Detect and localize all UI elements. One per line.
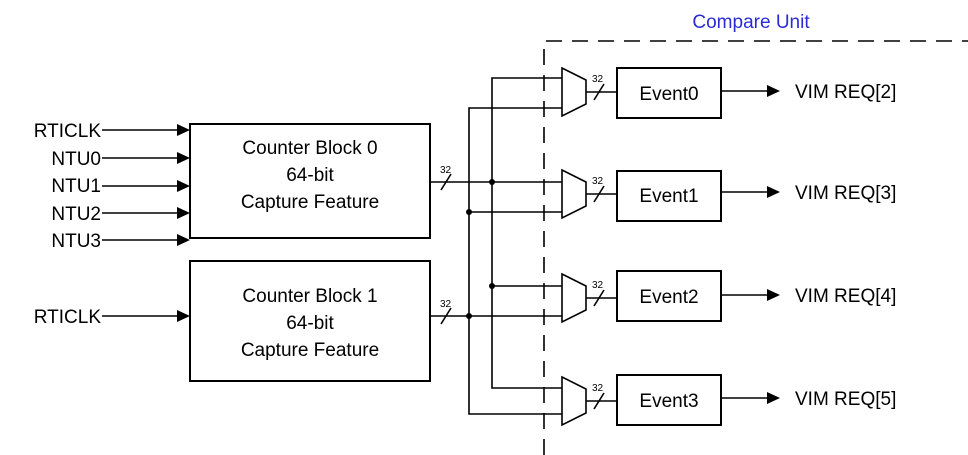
block0-inputs: RTICLK NTU0 NTU1 NTU2 NTU3 — [34, 121, 190, 252]
arrow-head — [767, 186, 780, 198]
output-vim-req-3: VIM REQ[3] — [795, 183, 896, 204]
counter-block-0: Counter Block 0 64-bit Capture Feature — [189, 123, 431, 239]
arrow-head — [177, 124, 190, 136]
bus-width-mux-1: 32 — [592, 176, 604, 187]
output-vim-req-5: VIM REQ[5] — [795, 389, 896, 410]
arrow-head — [177, 152, 190, 164]
bus-width-mux-0: 32 — [592, 74, 604, 85]
arrow-head — [177, 180, 190, 192]
mux-2 — [561, 272, 587, 324]
counter-block-0-title: Counter Block 0 — [242, 138, 377, 159]
arrow-head — [767, 85, 780, 97]
counter-block-1-width: 64-bit — [286, 313, 334, 334]
compare-unit-label: Compare Unit — [692, 12, 810, 33]
bus-width-mux-3: 32 — [592, 383, 604, 394]
event-1-label: Event1 — [639, 186, 698, 207]
compare-channel-3: 32 Event3 VIM REQ[5] — [561, 374, 896, 427]
compare-channel-2: 32 Event2 VIM REQ[4] — [561, 270, 896, 324]
input-label-ntu2: NTU2 — [51, 204, 101, 225]
counter-block-0-width: 64-bit — [286, 165, 334, 186]
input-label-rticlk-0: RTICLK — [34, 121, 102, 142]
counter-block-1-feature: Capture Feature — [241, 340, 379, 361]
bus-width-mux-2: 32 — [592, 280, 604, 291]
input-label-ntu0: NTU0 — [51, 149, 101, 170]
output-vim-req-2: VIM REQ[2] — [795, 82, 896, 103]
counter-block-0-feature: Capture Feature — [241, 192, 379, 213]
output-vim-req-4: VIM REQ[4] — [795, 286, 896, 307]
event-2-label: Event2 — [639, 287, 698, 308]
compare-channel-1: 32 Event1 VIM REQ[3] — [561, 168, 896, 222]
arrow-head — [177, 207, 190, 219]
block1-inputs: RTICLK — [34, 307, 190, 328]
arrow-head — [177, 234, 190, 246]
input-label-ntu1: NTU1 — [51, 176, 101, 197]
event-3-label: Event3 — [639, 391, 698, 412]
input-label-rticlk-1: RTICLK — [34, 307, 102, 328]
arrow-head — [767, 392, 780, 404]
counter-block-1-title: Counter Block 1 — [242, 286, 377, 307]
input-label-ntu3: NTU3 — [51, 231, 101, 252]
bus-width-block0: 32 — [440, 165, 452, 176]
mux-0 — [561, 66, 587, 118]
event-0-label: Event0 — [639, 84, 698, 105]
compare-channel-0: 32 Event0 VIM REQ[2] — [561, 66, 896, 119]
bus-wiring: 32 32 — [430, 77, 562, 415]
mux-1 — [561, 168, 587, 220]
bus-width-block1: 32 — [440, 299, 452, 310]
arrow-head — [767, 289, 780, 301]
arrow-head — [177, 310, 190, 322]
compare-unit-boundary: Compare Unit — [543, 12, 968, 455]
counter-block-1: Counter Block 1 64-bit Capture Feature — [189, 260, 431, 382]
mux-3 — [561, 375, 587, 427]
